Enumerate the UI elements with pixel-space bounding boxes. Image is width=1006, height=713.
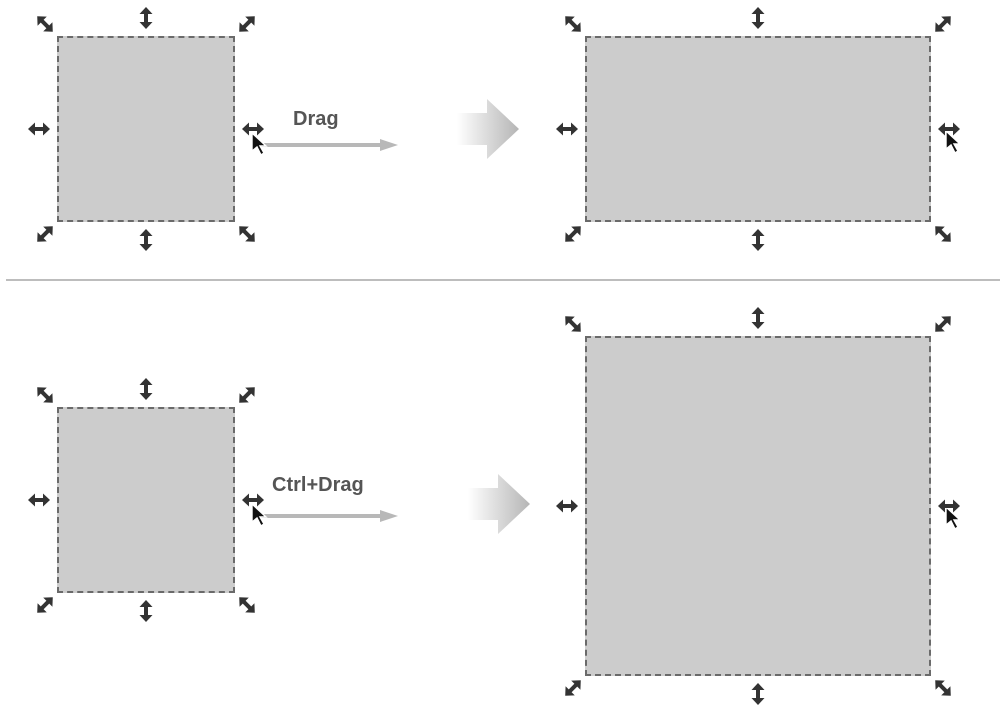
resize-handle-se-icon[interactable]: [932, 223, 954, 245]
mouse-pointer-icon: [251, 502, 268, 528]
resize-handle-nw-icon[interactable]: [34, 384, 56, 406]
resize-handle-se-icon[interactable]: [236, 223, 258, 245]
resize-handle-ne-icon[interactable]: [236, 13, 258, 35]
resized-shape: [585, 336, 931, 676]
resize-handle-ne-icon[interactable]: [932, 313, 954, 335]
original-shape: [57, 407, 235, 593]
mouse-pointer-icon: [251, 131, 268, 157]
resize-handle-sw-icon[interactable]: [562, 223, 584, 245]
resize-handle-e-icon[interactable]: [242, 118, 264, 140]
resize-handle-nw-icon[interactable]: [562, 13, 584, 35]
resize-handle-e-icon[interactable]: [938, 118, 960, 140]
drag-direction-arrow: [260, 139, 398, 151]
gradient-right-arrow-icon: [457, 99, 519, 159]
mouse-pointer-icon: [945, 129, 962, 155]
ctrl-drag-label: Ctrl+Drag: [272, 474, 364, 496]
resize-handle-se-icon[interactable]: [932, 677, 954, 699]
resize-handle-s-icon[interactable]: [135, 600, 157, 622]
resize-handle-sw-icon[interactable]: [562, 677, 584, 699]
resize-handle-ne-icon[interactable]: [236, 384, 258, 406]
resize-handle-e-icon[interactable]: [938, 495, 960, 517]
resize-handle-w-icon[interactable]: [28, 489, 50, 511]
resize-handle-e-icon[interactable]: [242, 489, 264, 511]
resize-handle-ne-icon[interactable]: [932, 13, 954, 35]
resize-handle-sw-icon[interactable]: [34, 594, 56, 616]
resize-handle-n-icon[interactable]: [747, 7, 769, 29]
resize-handle-sw-icon[interactable]: [34, 223, 56, 245]
resize-handle-s-icon[interactable]: [747, 683, 769, 705]
resized-shape: [585, 36, 931, 222]
resize-handle-se-icon[interactable]: [236, 594, 258, 616]
gradient-right-arrow-icon: [468, 474, 530, 534]
resize-handle-n-icon[interactable]: [747, 307, 769, 329]
resize-handle-nw-icon[interactable]: [34, 13, 56, 35]
drag-label: Drag: [293, 108, 339, 130]
resize-handle-w-icon[interactable]: [28, 118, 50, 140]
section-divider: [6, 279, 1000, 281]
resize-handle-n-icon[interactable]: [135, 378, 157, 400]
resize-handle-w-icon[interactable]: [556, 495, 578, 517]
resize-handle-w-icon[interactable]: [556, 118, 578, 140]
resize-handle-s-icon[interactable]: [747, 229, 769, 251]
mouse-pointer-icon: [945, 505, 962, 531]
resize-handle-nw-icon[interactable]: [562, 313, 584, 335]
top-panel: Drag: [0, 0, 1006, 279]
resize-handle-n-icon[interactable]: [135, 7, 157, 29]
resize-handle-s-icon[interactable]: [135, 229, 157, 251]
original-shape: [57, 36, 235, 222]
drag-direction-arrow: [260, 510, 398, 522]
